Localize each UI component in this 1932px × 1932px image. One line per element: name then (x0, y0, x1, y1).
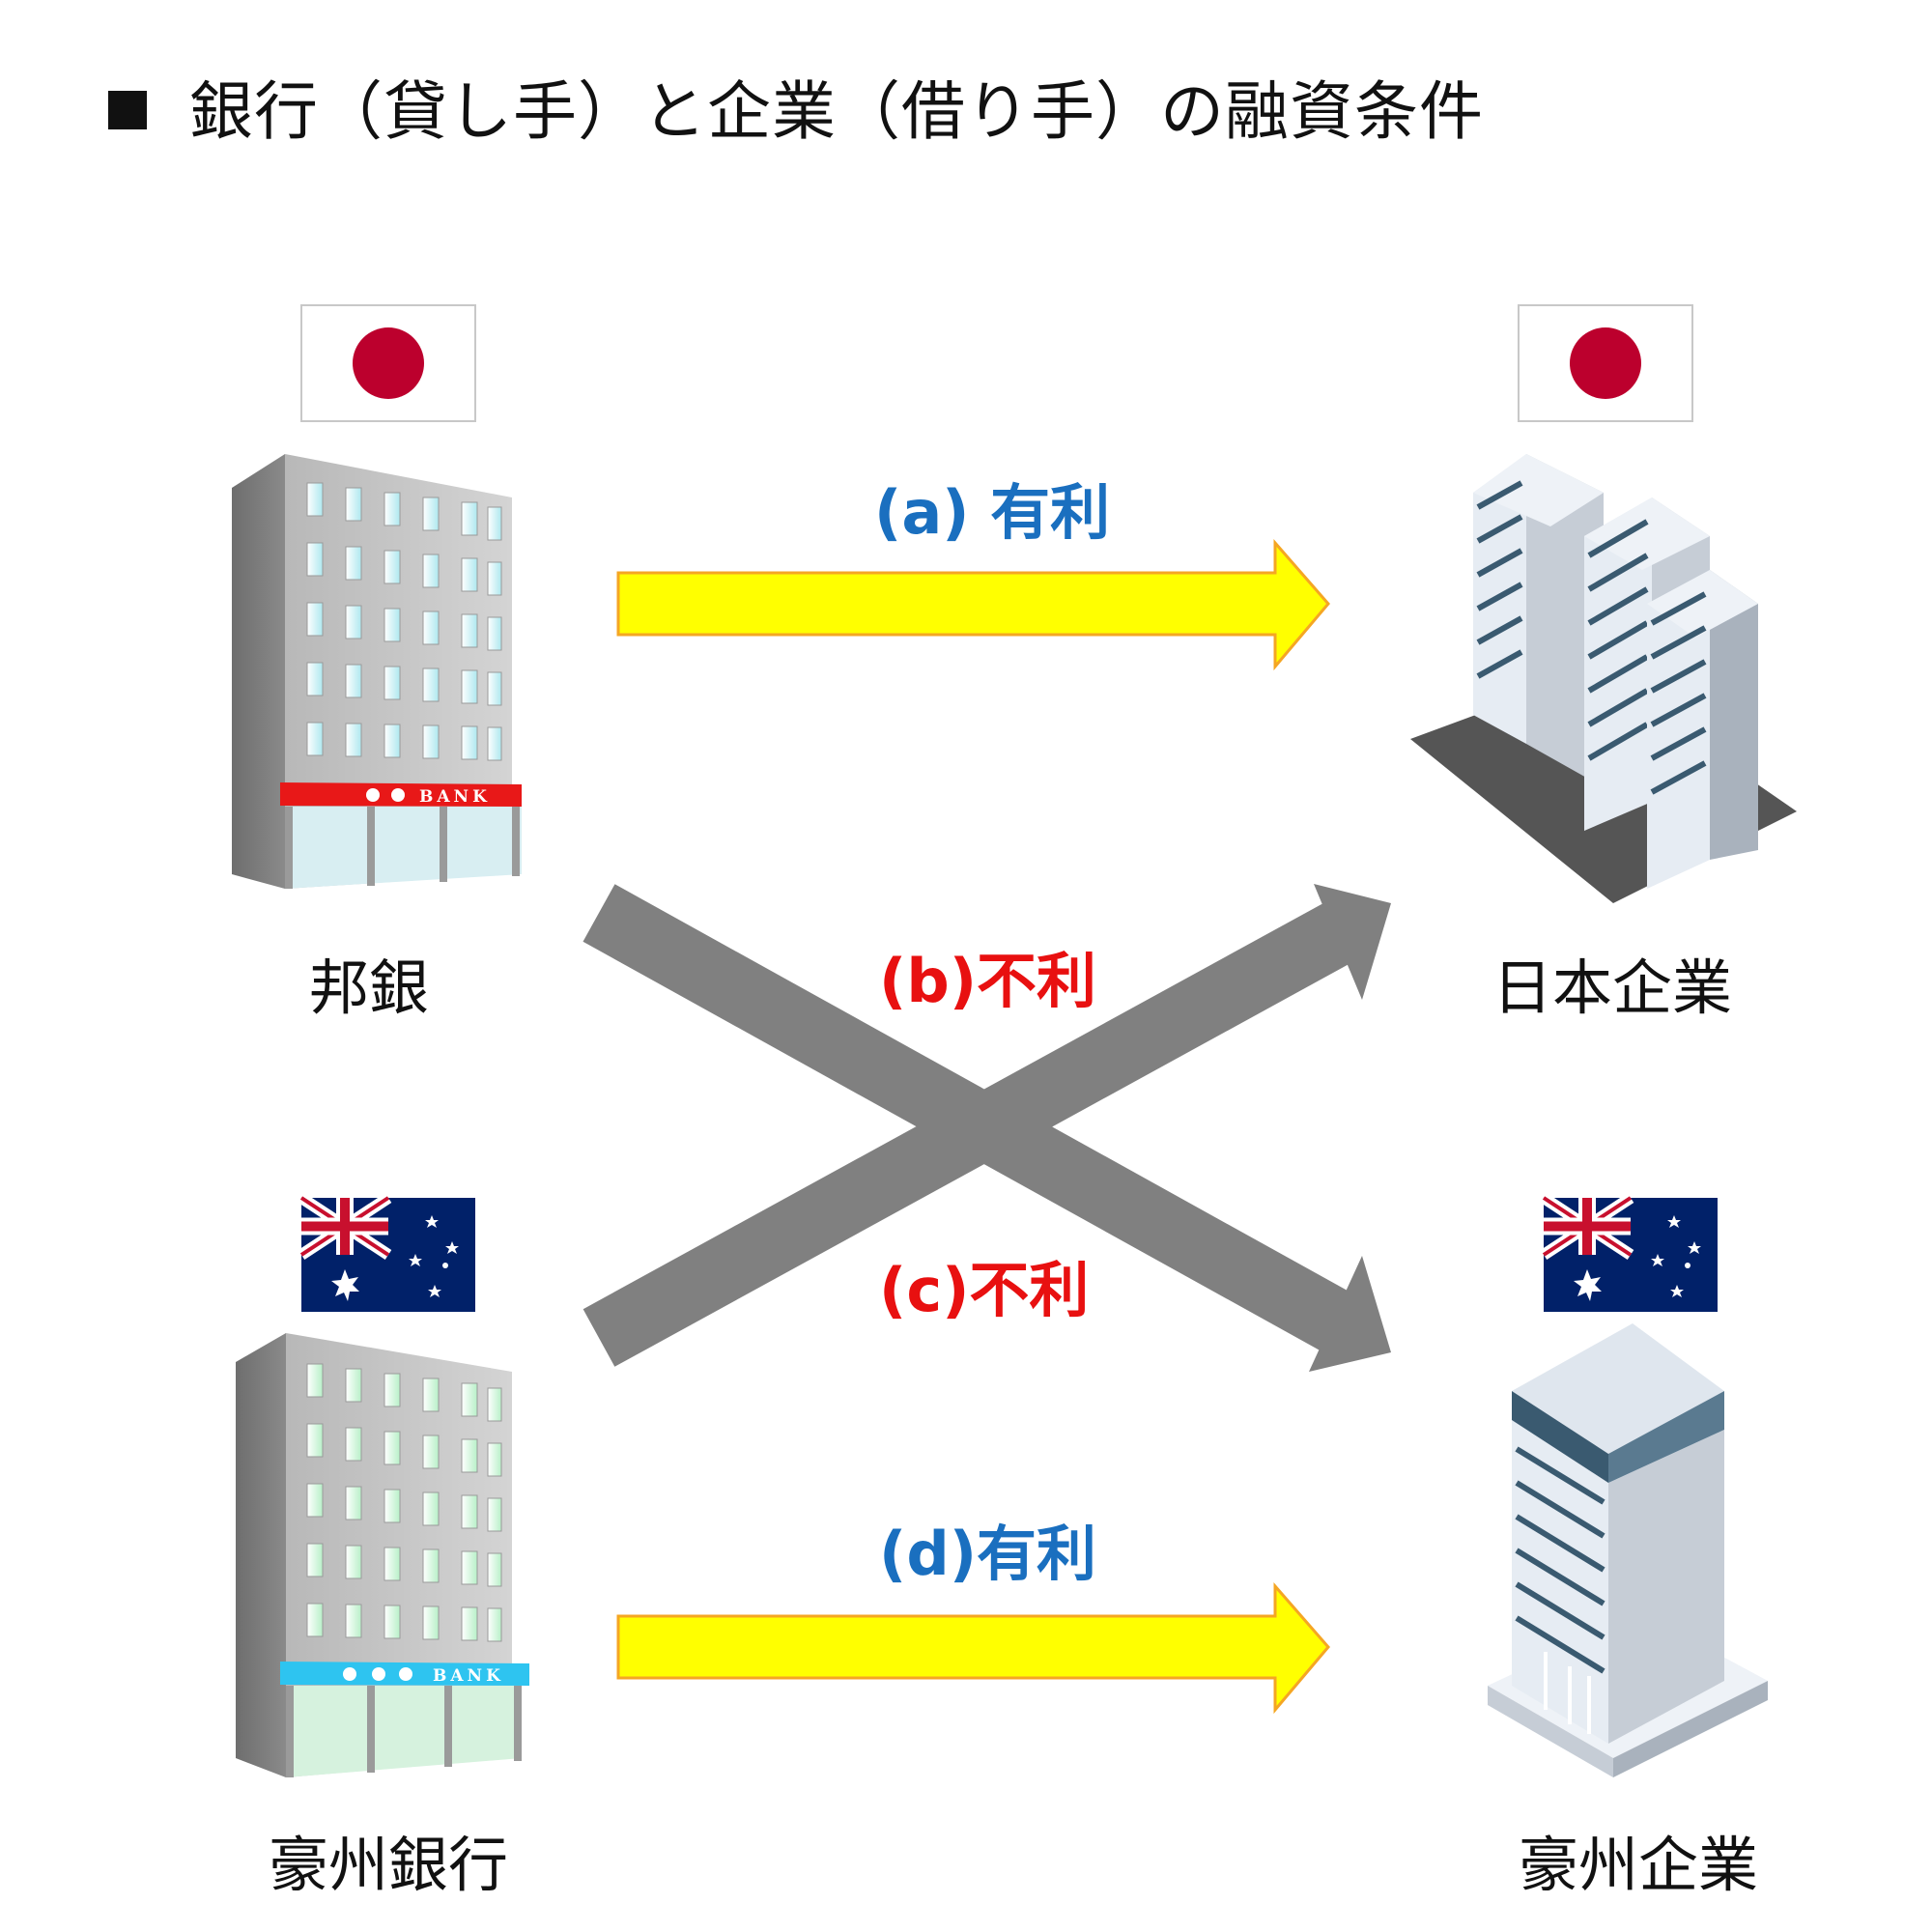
borrower-label-australia: 豪州企業 (1519, 1830, 1759, 1900)
japanese-company-building-icon (1410, 454, 1797, 903)
link-label-a: (a) 有利 (874, 477, 1111, 548)
lender-label-australia: 豪州銀行 (269, 1830, 509, 1900)
australia-flag-lender (301, 1198, 475, 1312)
japanese-bank-building-icon: BANK (232, 454, 522, 889)
square-bullet-icon (108, 90, 147, 129)
arrow-d-domestic (616, 1582, 1330, 1715)
link-label-b: (b)不利 (879, 946, 1097, 1016)
lender-label-japan: 邦銀 (309, 952, 430, 1023)
arrow-a-domestic (616, 539, 1330, 671)
japan-flag-borrower (1518, 304, 1693, 422)
page-title-text: 銀行（貸し手）と企業（借り手）の融資条件 (189, 74, 1484, 149)
arrow-c-cross (582, 884, 1391, 1372)
australian-bank-building-icon: BANK (236, 1333, 529, 1777)
bank-sign-text: BANK (419, 787, 491, 807)
borrower-label-japan: 日本企業 (1492, 952, 1733, 1023)
page-title: 銀行（貸し手）と企業（借り手）の融資条件 (108, 60, 1484, 153)
link-label-d: (d)有利 (879, 1519, 1097, 1589)
australian-company-building-icon (1488, 1323, 1768, 1777)
link-label-c: (c)不利 (879, 1255, 1090, 1325)
japan-flag-lender (300, 304, 476, 422)
australia-flag-borrower (1544, 1198, 1718, 1312)
bank-sign-text: BANK (433, 1666, 504, 1686)
